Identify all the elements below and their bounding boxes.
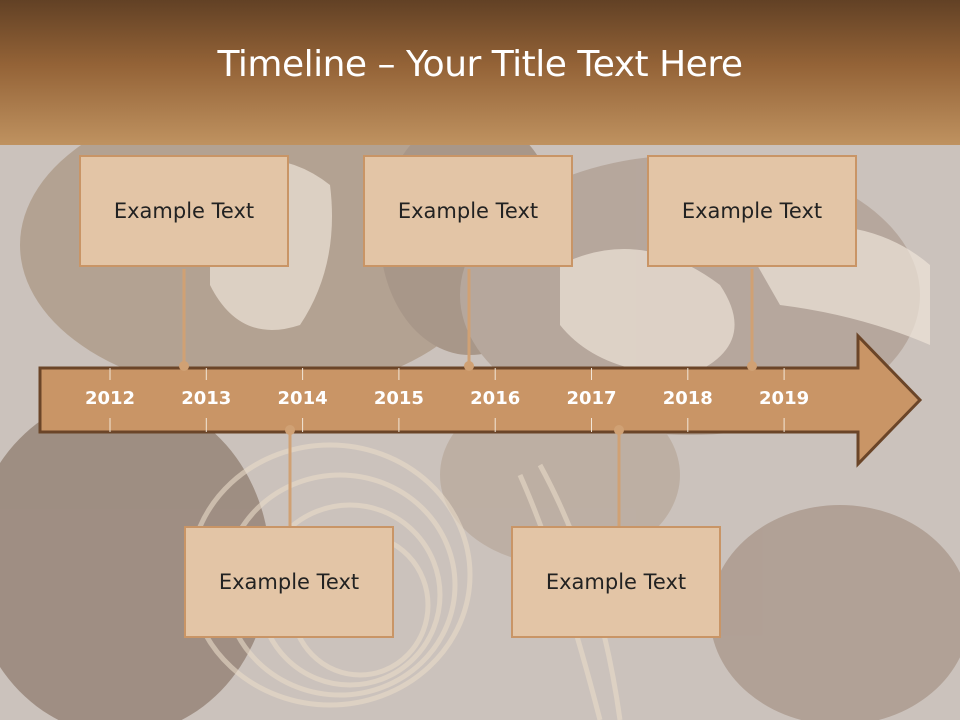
timeline-arrow (38, 332, 923, 468)
year-label: 2013 (181, 388, 231, 409)
callout-box[interactable]: Example Text (79, 155, 289, 267)
connector-dot (179, 361, 189, 371)
callout-box[interactable]: Example Text (647, 155, 857, 267)
year-label: 2016 (470, 388, 520, 409)
year-label: 2015 (374, 388, 424, 409)
connector-dot (747, 361, 757, 371)
title-bar: Timeline – Your Title Text Here (0, 0, 960, 145)
callout-text: Example Text (218, 570, 360, 594)
callout-box[interactable]: Example Text (363, 155, 573, 267)
year-label: 2017 (566, 388, 616, 409)
connector-dot (285, 425, 295, 435)
callout-text: Example Text (545, 570, 687, 594)
year-label: 2012 (85, 388, 135, 409)
callout-box[interactable]: Example Text (184, 526, 394, 638)
callout-text: Example Text (681, 199, 823, 223)
connector-dot (464, 361, 474, 371)
slide-title[interactable]: Timeline – Your Title Text Here (217, 44, 743, 85)
year-label: 2019 (759, 388, 809, 409)
year-label: 2014 (278, 388, 328, 409)
connector-dot (614, 425, 624, 435)
callout-text: Example Text (397, 199, 539, 223)
callout-box[interactable]: Example Text (511, 526, 721, 638)
year-label: 2018 (663, 388, 713, 409)
callout-text: Example Text (113, 199, 255, 223)
